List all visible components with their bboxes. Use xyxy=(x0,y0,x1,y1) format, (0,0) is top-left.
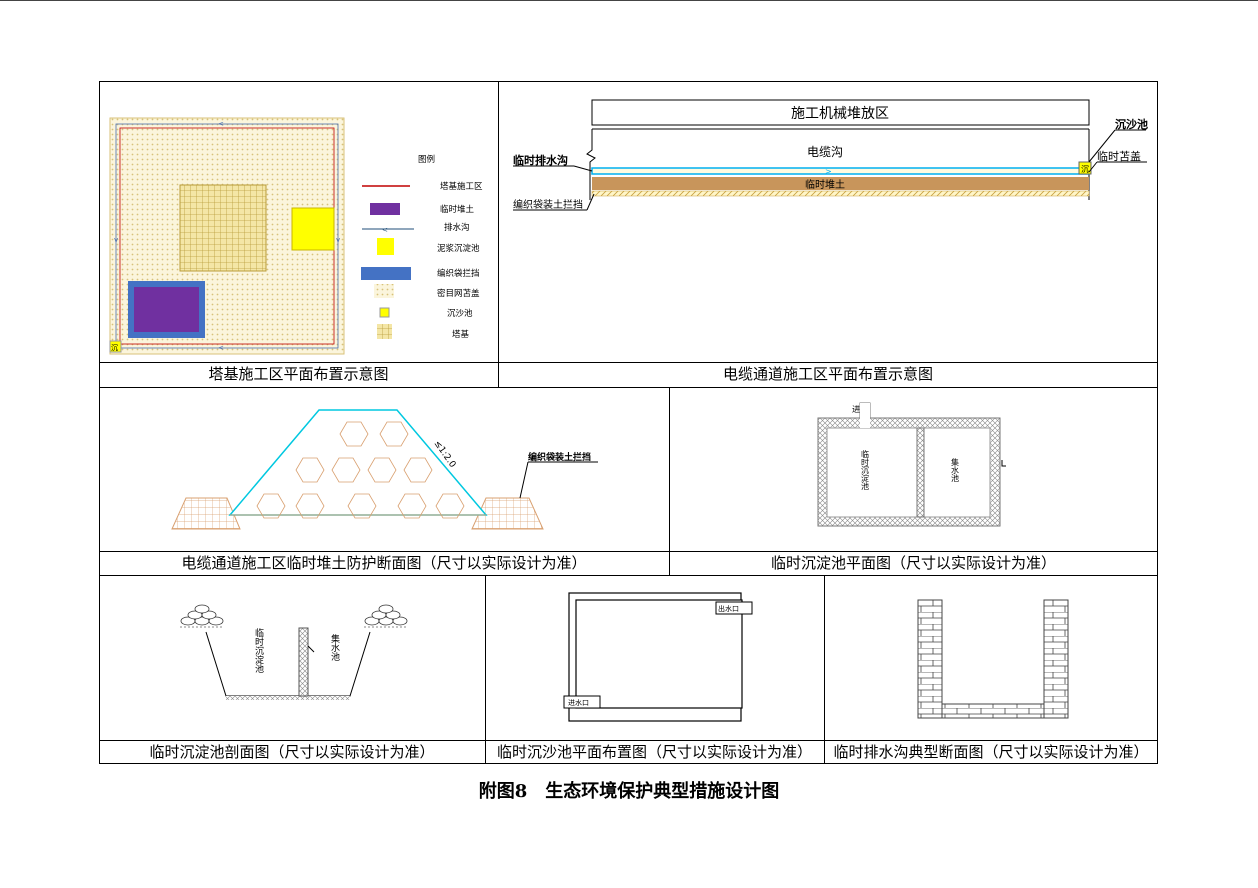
grid-line xyxy=(99,575,1158,576)
svg-text:<: < xyxy=(382,226,388,234)
inlet-pipe xyxy=(563,695,601,709)
spoil-section-drawing: ≤1:2.0 编织袋装土拦挡 xyxy=(171,409,598,530)
collection-basin-label: 集水池 xyxy=(951,457,960,482)
caption-cable-plan: 电缆通道施工区平面布置示意图 xyxy=(722,365,933,383)
inlet-label: 进水口 xyxy=(568,698,589,707)
legend-item-label: 编织袋拦挡 xyxy=(437,268,480,279)
collection-basin-label: 集水池 xyxy=(329,633,340,661)
bag-barrier-label: 编织袋装土拦挡 xyxy=(513,198,583,211)
sand-basin-box xyxy=(1078,161,1092,175)
sandbag-stack-right xyxy=(364,604,408,626)
grid-line xyxy=(99,362,1158,363)
grid-line xyxy=(498,81,499,387)
sandbag-stack-left xyxy=(180,604,224,626)
caption-spoil-section: 电缆通道施工区临时堆土防护断面图（尺寸以实际设计为准） xyxy=(181,554,587,572)
grid-line xyxy=(824,575,825,764)
sand-basin-mark xyxy=(109,340,122,353)
caption-settling-section: 临时沉淀池剖面图（尺寸以实际设计为准） xyxy=(149,743,435,761)
temp-spoil-label: 临时堆土 xyxy=(805,178,845,191)
grid-line xyxy=(669,387,670,575)
mud-settling-basin xyxy=(291,207,335,251)
figure-frame xyxy=(99,81,1158,764)
caption-sand-basin-plan: 临时沉沙池平面布置图（尺寸以实际设计为准） xyxy=(496,743,812,761)
legend-item-label: 沉沙池 xyxy=(447,308,473,319)
page-title: 附图8 生态环境保护典型措施设计图 xyxy=(478,781,780,802)
caption-tower-plan: 塔基施工区平面布置示意图 xyxy=(208,365,389,383)
grid-line xyxy=(99,387,1158,388)
caption-settling-plan: 临时沉淀池平面图（尺寸以实际设计为准） xyxy=(770,554,1056,572)
machinery-area-box xyxy=(591,99,1090,126)
ditch-floor xyxy=(941,703,1045,719)
bag-barrier-right xyxy=(471,497,544,530)
cable-plan-drawing: 施工机械堆放区 电缆沟 > 临时堆土 沉 沉沙池 临时排水沟 临时苫盖 编织袋装… xyxy=(513,99,1148,211)
legend-item-label: 临时堆土 xyxy=(440,204,475,215)
basin-inner xyxy=(826,427,991,518)
sand-basin-label: 沉沙池 xyxy=(1115,117,1148,131)
basin-profile xyxy=(205,631,371,697)
outlet-label: 出水口 xyxy=(718,604,739,613)
drain-ditch-label: 临时排水沟 xyxy=(513,153,568,167)
sand-basin-inner xyxy=(575,599,743,709)
legend-item-label: 塔基施工区 xyxy=(440,181,483,192)
ditch-section-drawing xyxy=(917,599,1069,719)
settling-section-drawing: 临时沉淀池 集水池 xyxy=(180,604,408,700)
ditch-wall-left xyxy=(917,599,943,719)
svg-text:v: v xyxy=(114,236,118,244)
drain-ditch-loop xyxy=(115,123,339,349)
svg-text:>: > xyxy=(825,167,832,176)
grid-line xyxy=(99,740,1158,741)
inlet-label: 进 xyxy=(852,405,860,414)
outlet-pipe xyxy=(715,601,753,615)
divider-wall xyxy=(298,627,309,697)
settling-basin-label: 临时沉淀池 xyxy=(861,449,870,490)
legend-item-label: 密目网苫盖 xyxy=(437,288,480,299)
ditch-wall-right xyxy=(1043,599,1069,719)
caption-ditch-section: 临时排水沟典型断面图（尺寸以实际设计为准） xyxy=(833,743,1149,761)
legend-item-label: 泥浆沉淀池 xyxy=(437,243,480,254)
machinery-area-label: 施工机械堆放区 xyxy=(791,106,889,122)
legend-item-label: 塔基 xyxy=(452,329,470,340)
svg-text:<: < xyxy=(218,344,224,352)
sand-basin-label: 沉 xyxy=(111,344,118,352)
tower-plan-drawing: < < v v 沉 图例 < 塔基施工区 临时堆土 排水沟 泥浆沉淀池 编织袋拦… xyxy=(109,117,483,355)
bag-barrier-strip xyxy=(591,190,1090,197)
settling-plan-drawing: 进 临时沉淀池 集水池 xyxy=(817,402,1006,527)
bag-barrier-left xyxy=(171,497,241,530)
legend-title: 图例 xyxy=(418,154,435,165)
page-top-rule xyxy=(0,0,1258,1)
legend-item-label: 排水沟 xyxy=(444,222,470,233)
temp-spoil-strip xyxy=(592,177,1089,190)
svg-text:v: v xyxy=(336,236,340,244)
drain-ditch-strip xyxy=(591,167,1090,175)
temp-cover-label: 临时苫盖 xyxy=(1097,149,1141,163)
hex-net xyxy=(256,421,465,519)
grid-line xyxy=(99,551,1158,552)
svg-text:<: < xyxy=(218,120,224,128)
tower-foundation xyxy=(179,184,267,272)
sand-basin-plan-drawing: 出水口 进水口 xyxy=(563,592,753,722)
cable-trench-label: 电缆沟 xyxy=(807,145,843,159)
bag-barrier-label: 编织袋装土拦挡 xyxy=(528,451,591,463)
settling-basin-label: 临时沉淀池 xyxy=(253,627,264,673)
sand-basin-mark-label: 沉 xyxy=(1081,165,1089,174)
temp-spoil xyxy=(134,287,199,332)
grid-line xyxy=(485,575,486,764)
